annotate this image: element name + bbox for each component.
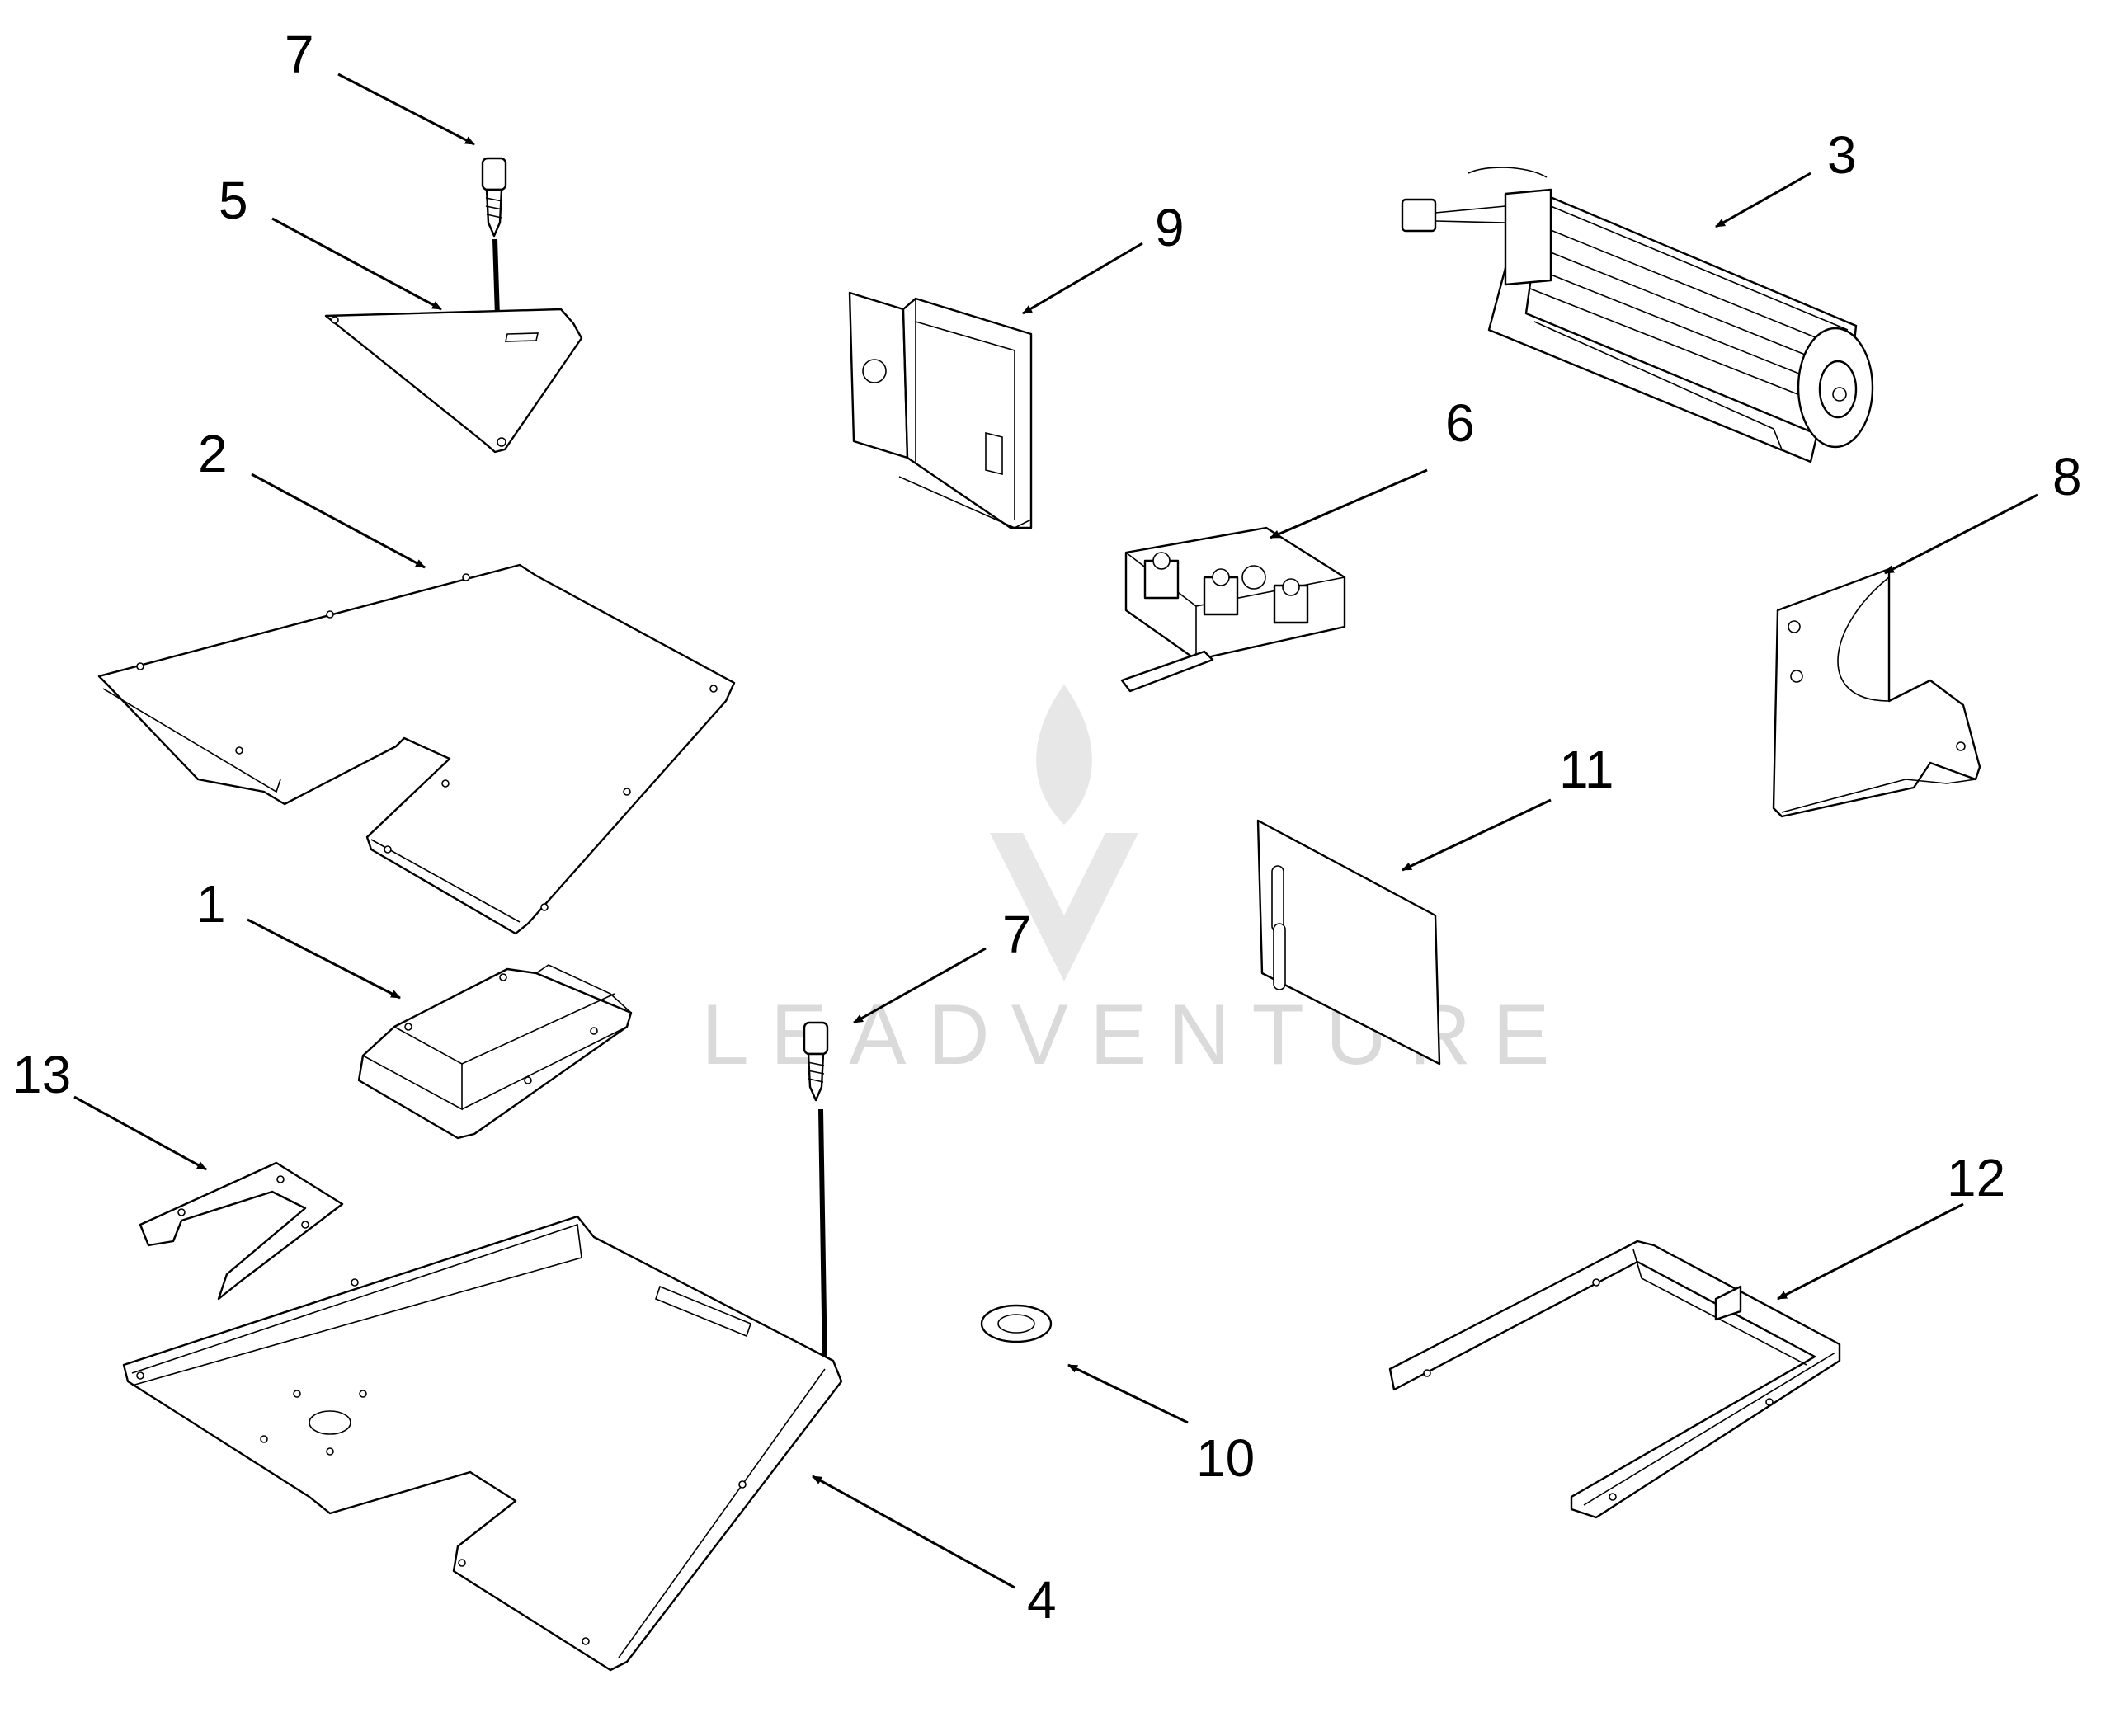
part-7-screw-bottom	[803, 1021, 829, 1370]
part-11-slotted-plate	[1256, 819, 1441, 1066]
arrow-5	[271, 217, 442, 311]
arrow-6	[1270, 468, 1428, 539]
arrow-1	[247, 918, 401, 1000]
part-3-blower	[1401, 167, 1874, 463]
callout-1: 1	[196, 874, 226, 934]
arrow-12	[1777, 1202, 1964, 1301]
watermark-logo	[990, 685, 1138, 981]
callout-9: 9	[1155, 198, 1185, 257]
callout-5: 5	[219, 171, 248, 230]
callout-12: 12	[1947, 1148, 2005, 1207]
callout-6: 6	[1445, 393, 1475, 453]
arrow-9	[1022, 242, 1143, 315]
part-4-base-pan	[122, 1215, 843, 1672]
callout-7-bottom: 7	[1002, 905, 1032, 964]
callout-13: 13	[12, 1045, 71, 1104]
part-8-arc-bracket	[1772, 567, 1981, 818]
arrow-11	[1402, 798, 1552, 872]
part-12-frame	[1388, 1240, 1841, 1519]
callout-2: 2	[198, 424, 228, 483]
arrow-13	[73, 1095, 207, 1171]
callout-10: 10	[1196, 1428, 1255, 1488]
arrow-2	[251, 473, 426, 569]
arrow-10	[1067, 1363, 1189, 1424]
part-5-plate	[324, 308, 583, 454]
callout-8: 8	[2052, 447, 2082, 506]
callout-11: 11	[1559, 740, 1614, 799]
arrow-3	[1715, 172, 1811, 228]
arrow-8	[1884, 493, 2038, 575]
watermark-text: LEADVENTURE	[701, 987, 1571, 1083]
arrow-7-bottom	[853, 947, 987, 1024]
part-1-bracket	[357, 964, 633, 1140]
arrow-4	[812, 1475, 1015, 1589]
part-2-top-panel	[97, 563, 736, 935]
part-13-gasket	[139, 1161, 344, 1301]
callout-3: 3	[1827, 125, 1857, 185]
arrow-7-top	[337, 73, 475, 146]
part-6-terminal-block	[1120, 526, 1346, 693]
part-10-washer	[980, 1304, 1053, 1343]
callout-4: 4	[1027, 1570, 1057, 1630]
part-9-box	[848, 291, 1033, 529]
callout-7-top: 7	[285, 25, 314, 84]
